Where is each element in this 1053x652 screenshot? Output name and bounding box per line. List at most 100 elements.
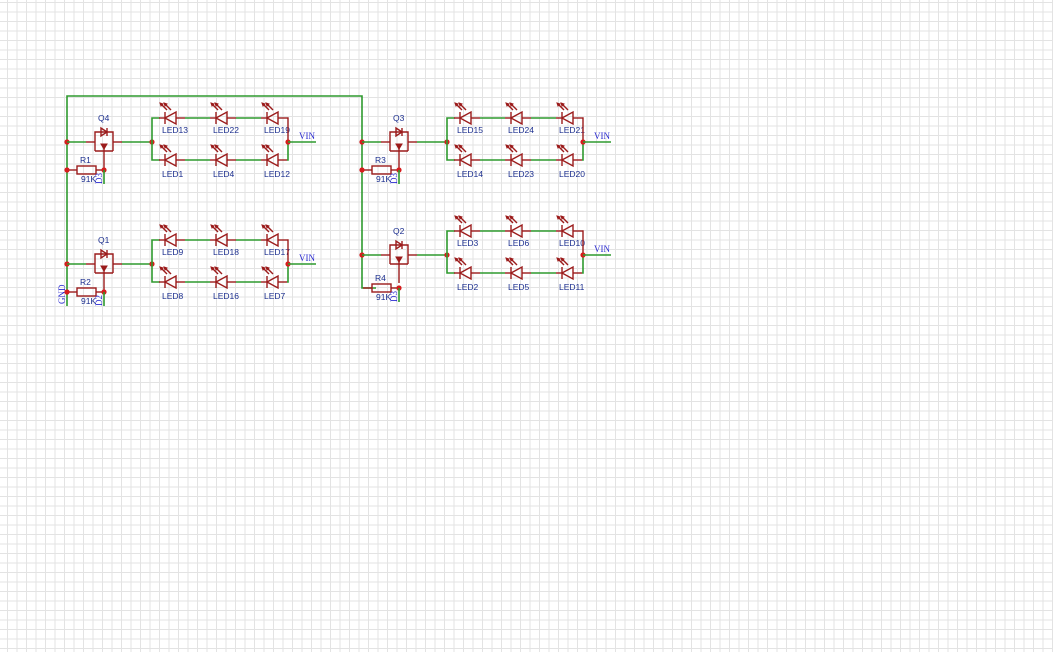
led-led12-symbol[interactable] [261, 144, 279, 168]
arrow-head-icon [556, 257, 561, 262]
led-led17-symbol[interactable] [261, 224, 279, 248]
arrow-head-icon [159, 144, 164, 149]
resistor-value-label: 91K [81, 174, 96, 184]
arrow-head-icon [210, 266, 215, 271]
led-led2-symbol[interactable] [454, 257, 472, 281]
led-led18-symbol[interactable] [210, 224, 228, 248]
led-label: LED21 [559, 125, 585, 135]
led-led21-symbol[interactable] [556, 102, 574, 126]
gate-arrow-icon [395, 143, 403, 150]
body-diode-icon [100, 248, 109, 260]
diode-triangle [265, 110, 279, 126]
led-led5-symbol[interactable] [505, 257, 523, 281]
mosfet-q3[interactable]: Q3 [381, 113, 417, 170]
led-label: LED12 [264, 169, 290, 179]
led-label: LED1 [162, 169, 184, 179]
led-label: LED5 [508, 282, 530, 292]
led-label: LED4 [213, 169, 235, 179]
led-led4-symbol[interactable] [210, 144, 228, 168]
arrow-head-icon [505, 215, 510, 220]
diode-triangle [214, 274, 228, 290]
arrow-head-icon [556, 102, 561, 107]
led-led19-symbol[interactable] [261, 102, 279, 126]
resistor-value-label: 91K [376, 174, 391, 184]
arrow-head-icon [454, 257, 459, 262]
led-rail-bottom-left[interactable] [151, 142, 160, 161]
led-label: LED20 [559, 169, 585, 179]
arrow-head-icon [214, 144, 219, 149]
diode-triangle [509, 265, 523, 281]
led-led1-symbol[interactable] [159, 144, 177, 168]
resistor-ref-label: R2 [80, 277, 91, 287]
led-led7-symbol[interactable] [261, 266, 279, 290]
arrow-head-icon [159, 266, 164, 271]
led-led22-symbol[interactable] [210, 102, 228, 126]
mosfet-q4[interactable]: Q4 [86, 113, 122, 170]
arrow-head-icon [265, 144, 270, 149]
resistor-body [76, 165, 97, 175]
led-led15-symbol[interactable] [454, 102, 472, 126]
led-rail-top-left[interactable] [151, 117, 160, 142]
led-rail-bottom-left[interactable] [446, 142, 455, 161]
led-rail-top-left[interactable] [446, 230, 455, 255]
mosfet-ref-label: Q3 [393, 113, 405, 123]
arrow-head-icon [210, 144, 215, 149]
led-rail-top-left[interactable] [446, 117, 455, 142]
led-label: LED23 [508, 169, 534, 179]
led-led11-symbol[interactable] [556, 257, 574, 281]
led-led10-symbol[interactable] [556, 215, 574, 239]
resistor-ref-label: R3 [375, 155, 386, 165]
led-rail-bottom-right[interactable] [582, 255, 584, 274]
led-led8-symbol[interactable] [159, 266, 177, 290]
led-rail-bottom-left[interactable] [446, 255, 455, 274]
junction-dot [359, 167, 365, 173]
led-rail-top-right [582, 117, 584, 142]
mosfet-q2[interactable]: Q2 [381, 226, 417, 283]
led-label: LED8 [162, 291, 184, 301]
mosfet-body-diode-frame [94, 253, 114, 264]
arrow-head-icon [560, 144, 565, 149]
vin-net-label: VIN [299, 131, 315, 141]
led-label: LED18 [213, 247, 239, 257]
led-led13-symbol[interactable] [159, 102, 177, 126]
diode-triangle [163, 274, 177, 290]
gate-arrow-icon [100, 143, 108, 150]
diode-triangle [214, 110, 228, 126]
led-led16-symbol[interactable] [210, 266, 228, 290]
led-led6-symbol[interactable] [505, 215, 523, 239]
mosfet-body-diode-frame [389, 131, 409, 142]
diode-triangle [265, 274, 279, 290]
body-diode-icon [100, 126, 109, 138]
source-net-label: D3 [389, 291, 399, 302]
led-label: LED19 [264, 125, 290, 135]
junction-dot [64, 167, 70, 173]
led-rail-bottom-left[interactable] [151, 264, 160, 283]
gnd-net-label: GND [57, 284, 67, 304]
led-led20-symbol[interactable] [556, 144, 574, 168]
led-led24-symbol[interactable] [505, 102, 523, 126]
arrow-head-icon [556, 144, 561, 149]
led-rail-bottom-right[interactable] [582, 142, 584, 161]
mosfet-q1[interactable]: Q1 [86, 235, 122, 292]
led-rail-bottom-right[interactable] [287, 142, 289, 161]
led-led9-symbol[interactable] [159, 224, 177, 248]
arrow-head-icon [454, 102, 459, 107]
diode-triangle [163, 110, 177, 126]
diode-triangle [458, 152, 472, 168]
led-rail-top-left[interactable] [151, 239, 160, 264]
led-label: LED9 [162, 247, 184, 257]
led-rail-bottom-right[interactable] [287, 264, 289, 283]
diode-triangle [560, 110, 574, 126]
arrow-head-icon [454, 215, 459, 220]
led-label: LED13 [162, 125, 188, 135]
arrow-head-icon [214, 224, 219, 229]
led-rail-top-right [287, 239, 289, 264]
resistor-body [371, 165, 392, 175]
led-led14-symbol[interactable] [454, 144, 472, 168]
resistor-value-label: 91K [376, 292, 391, 302]
led-led3-symbol[interactable] [454, 215, 472, 239]
led-led23-symbol[interactable] [505, 144, 523, 168]
arrow-head-icon [159, 224, 164, 229]
led-label: LED10 [559, 238, 585, 248]
